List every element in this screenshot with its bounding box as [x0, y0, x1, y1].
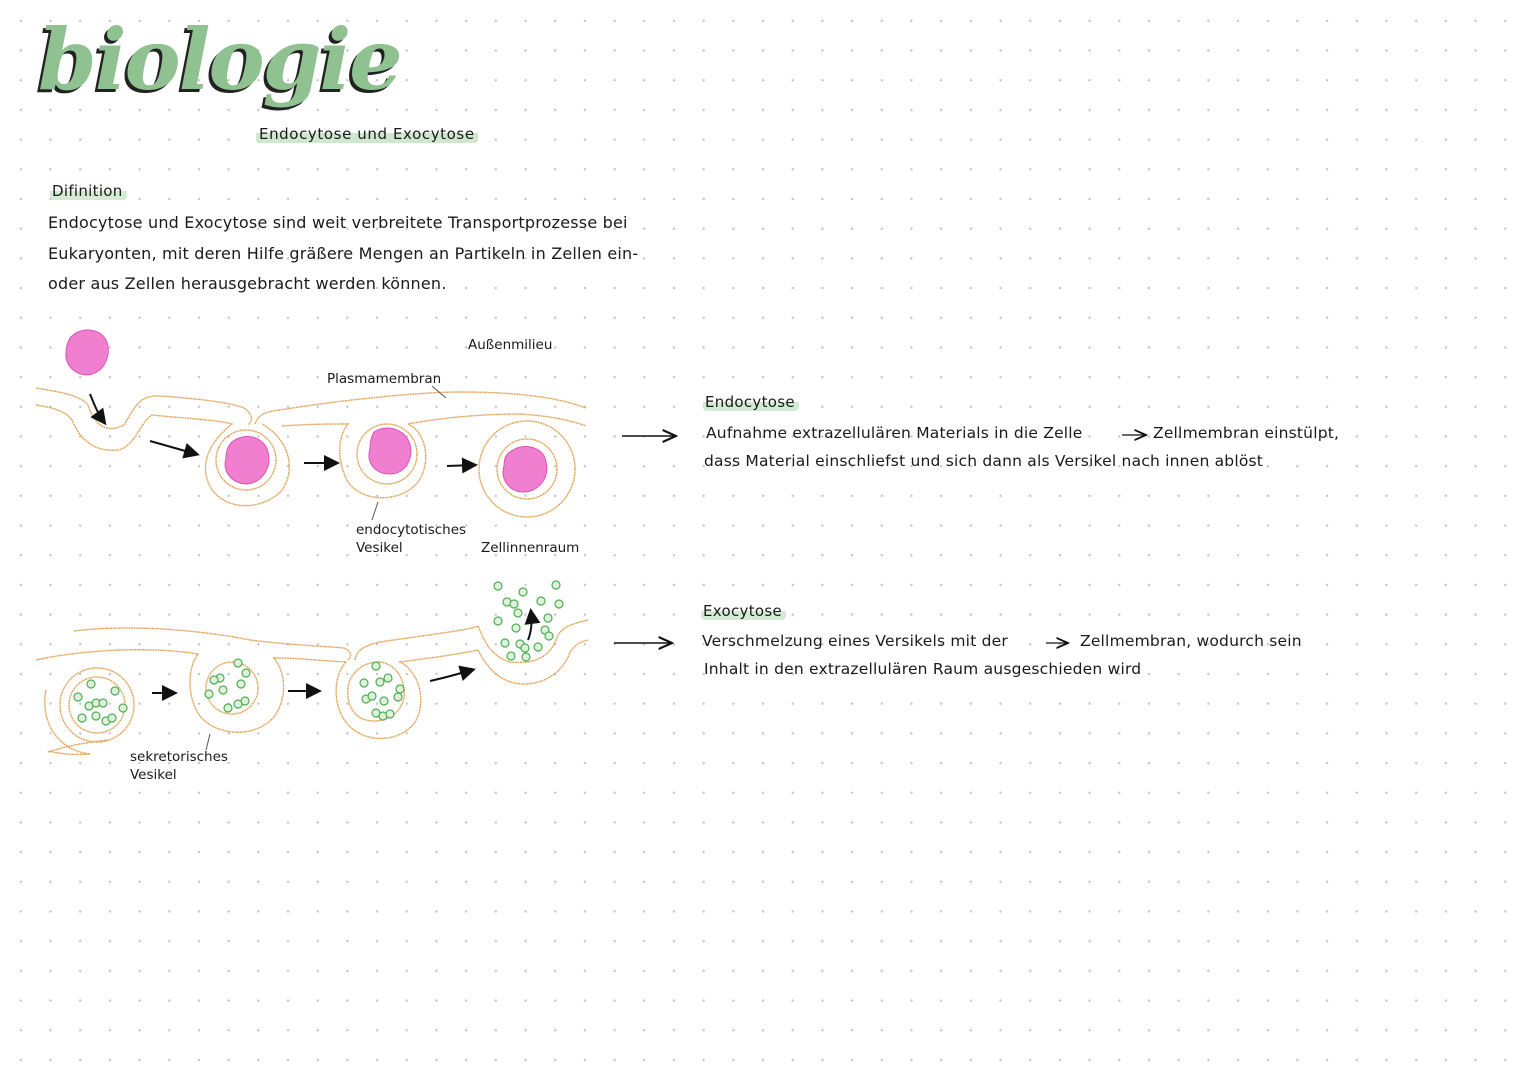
- definition-line-2: Eukaryonten, mit deren Hilfe gräßere Men…: [48, 244, 639, 263]
- label-outside: Außenmilieu: [468, 337, 553, 353]
- label-secretory-vesicle-1: sekretorisches: [130, 749, 228, 765]
- exocytosis-molecules: [73, 580, 564, 726]
- label-inside: Zellinnenraum: [481, 540, 580, 556]
- endocytose-heading: Endocytose: [703, 393, 799, 411]
- endocytose-line-1a: Aufnahme extrazellulären Materials in di…: [706, 424, 1083, 442]
- endocytose-line-1b: Zellmembran einstülpt,: [1153, 424, 1340, 442]
- label-endocytotic-vesicle-2: Vesikel: [356, 540, 403, 556]
- page-subtitle: Endocytose und Exocytose: [256, 125, 478, 143]
- endocytose-line-2: dass Material einschliefst und sich dann…: [704, 452, 1264, 470]
- page-title: biologie: [38, 10, 403, 109]
- exocytosis-arrows: [152, 608, 541, 701]
- definition-line-3: oder aus Zellen herausgebracht werden kö…: [48, 274, 447, 293]
- endocytosis-diagram: [35, 385, 587, 521]
- label-endocytotic-vesicle-1: endocytotisches: [356, 522, 467, 538]
- label-secretory-vesicle-2: Vesikel: [130, 767, 177, 783]
- definition-heading: Difinition: [50, 182, 127, 200]
- endocytosis-arrows: [89, 393, 478, 474]
- label-membrane: Plasmamembran: [327, 371, 442, 387]
- exocytose-line-1b: Zellmembran, wodurch sein: [1080, 632, 1302, 650]
- endocytosis-particles: [65, 329, 548, 493]
- exocytose-line-2: Inhalt in den extrazellulären Raum ausge…: [704, 660, 1142, 678]
- definition-line-1: Endocytose und Exocytose sind weit verbr…: [48, 213, 628, 232]
- exocytose-line-1a: Verschmelzung eines Versikels mit der: [702, 632, 1008, 650]
- exocytose-heading: Exocytose: [701, 602, 786, 620]
